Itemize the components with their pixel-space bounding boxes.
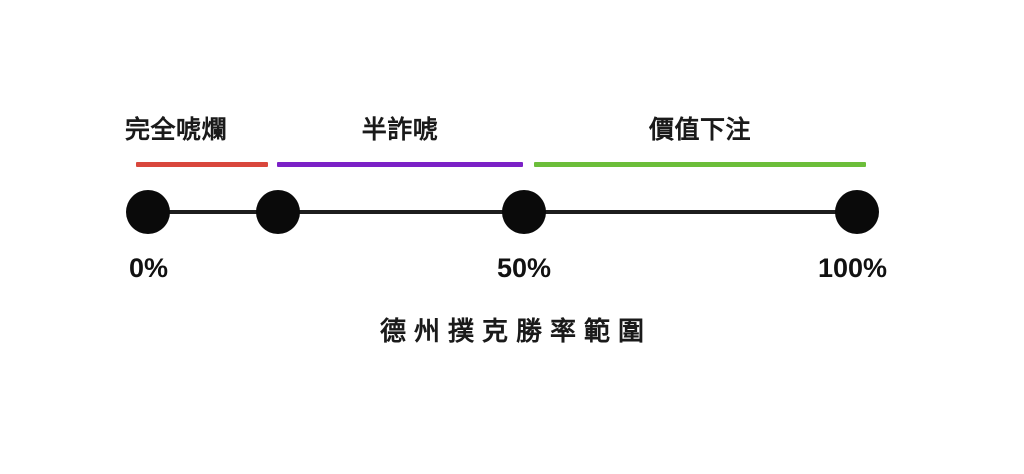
- axis-node-100-percent: [835, 190, 879, 234]
- segment-bar-bluff: [136, 162, 268, 167]
- axis-node-0-percent: [126, 190, 170, 234]
- chart-title: 德州撲克勝率範圍: [379, 316, 652, 346]
- segment-label-semi-bluff: 半詐唬: [361, 116, 439, 144]
- axis-node-segment-boundary: [256, 190, 300, 234]
- segment-bar-semi-bluff: [277, 162, 523, 167]
- tick-label-0-percent: 0%: [129, 253, 169, 283]
- tick-label-50-percent: 50%: [497, 253, 552, 283]
- axis-node-50-percent: [502, 190, 546, 234]
- segment-bar-value-bet: [534, 162, 866, 167]
- segment-label-bluff: 完全唬爛: [124, 116, 227, 144]
- segment-label-value-bet: 價值下注: [648, 116, 751, 144]
- tick-label-100-percent: 100%: [818, 253, 888, 283]
